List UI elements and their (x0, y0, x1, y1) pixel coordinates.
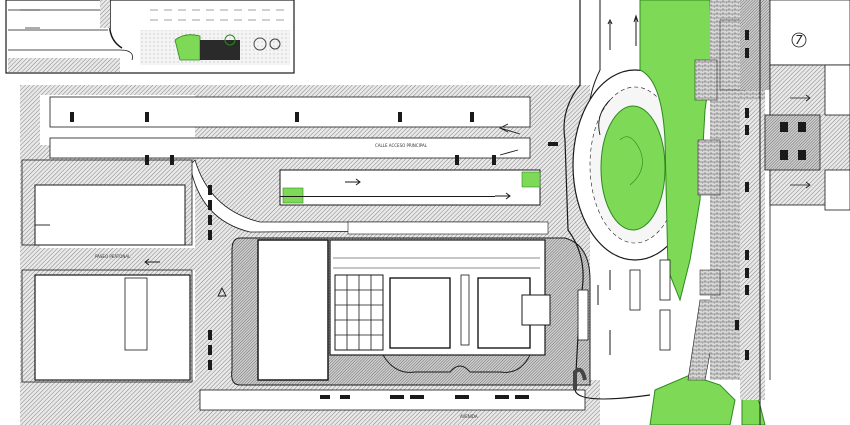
road-label-left: PASEO PEATONAL (95, 254, 131, 259)
marker-circle (791, 32, 807, 48)
right-parked-cars (577, 30, 749, 360)
left-buildings (21, 159, 193, 383)
right-structure: 7 (764, 0, 850, 425)
central-island (279, 169, 541, 206)
right-paving (694, 0, 771, 425)
inset-frame (5, 0, 295, 74)
marker-number: 7 (795, 33, 803, 47)
road-label-top: CALLE ACCESO PRINCIPAL (375, 143, 428, 148)
right-park (639, 0, 766, 425)
road-label-bottom: AVENIDA (460, 414, 478, 419)
main-building (231, 221, 591, 386)
roundabout (572, 14, 698, 355)
traffic-arrows (35, 99, 611, 297)
